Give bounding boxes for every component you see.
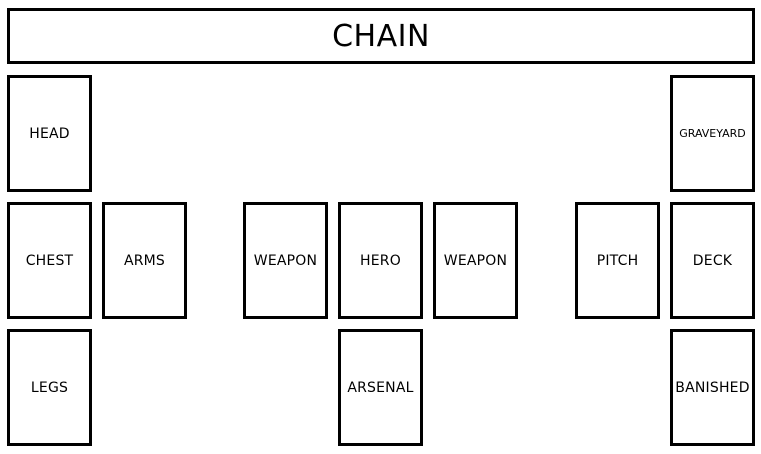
- zone-deck-label: DECK: [692, 252, 733, 269]
- zone-graveyard[interactable]: GRAVEYARD: [670, 75, 755, 192]
- zone-chest-label: CHEST: [25, 252, 74, 269]
- zone-banished-label: BANISHED: [675, 379, 750, 396]
- zone-head-label: HEAD: [29, 125, 70, 142]
- zone-graveyard-label: GRAVEYARD: [679, 127, 746, 140]
- zone-legs[interactable]: LEGS: [7, 329, 92, 446]
- zone-head[interactable]: HEAD: [7, 75, 92, 192]
- zone-chest[interactable]: CHEST: [7, 202, 92, 319]
- chain-label: CHAIN: [332, 18, 430, 54]
- zone-arsenal[interactable]: ARSENAL: [338, 329, 423, 446]
- zone-banished[interactable]: BANISHED: [670, 329, 755, 446]
- zone-weapon-right[interactable]: WEAPON: [433, 202, 518, 319]
- zone-legs-label: LEGS: [30, 379, 69, 396]
- zone-weapon-left-label: WEAPON: [253, 252, 318, 269]
- zone-hero[interactable]: HERO: [338, 202, 423, 319]
- zone-pitch[interactable]: PITCH: [575, 202, 660, 319]
- zone-hero-label: HERO: [360, 252, 401, 269]
- zone-weapon-right-label: WEAPON: [443, 252, 508, 269]
- chain-zone[interactable]: CHAIN: [7, 8, 755, 64]
- zone-arsenal-label: ARSENAL: [347, 379, 414, 396]
- zone-arms[interactable]: ARMS: [102, 202, 187, 319]
- zone-weapon-left[interactable]: WEAPON: [243, 202, 328, 319]
- zone-deck[interactable]: DECK: [670, 202, 755, 319]
- zone-pitch-label: PITCH: [596, 252, 639, 269]
- zone-arms-label: ARMS: [123, 252, 166, 269]
